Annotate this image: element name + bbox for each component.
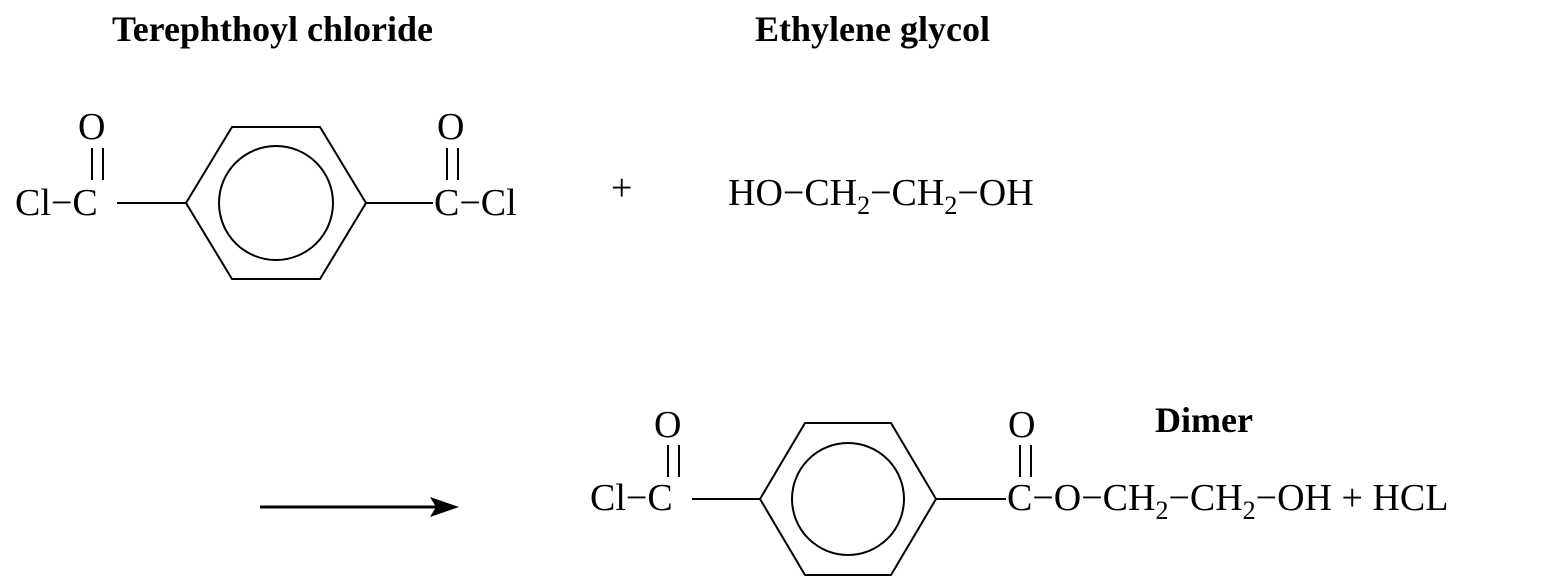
product-ester-chain: C−O−CH2−CH2−OH + HCL (1007, 477, 1448, 525)
ethylene-glycol-formula: HO−CH2−CH2−OH (728, 172, 1034, 220)
plus-sign: + (611, 167, 632, 209)
eg-subscript-2: 2 (944, 191, 957, 220)
oxygen-right: O (437, 106, 464, 148)
benzene-ring (184, 126, 368, 280)
label-dimer: Dimer (1155, 400, 1253, 440)
eg-part3: −OH (957, 172, 1033, 214)
oxygen-left: O (78, 106, 105, 148)
product-oxygen-left: O (654, 404, 681, 446)
eg-part1: HO−CH (728, 172, 857, 214)
label-terephthoyl-chloride: Terephthoyl chloride (112, 9, 433, 49)
product-subscript-1: 2 (1155, 496, 1168, 525)
product-part1: C−O−CH (1007, 477, 1155, 519)
dimer-structure: O Cl−C O C−O−CH2−CH2−OH + HCL (590, 404, 1448, 576)
eg-part2: −CH (870, 172, 944, 214)
product-cl-c-left: Cl−C (590, 477, 673, 519)
product-aromatic-circle (791, 442, 905, 556)
cl-c-left: Cl−C (15, 182, 98, 224)
product-part3: −OH + HCL (1256, 477, 1449, 519)
reaction-arrow (260, 497, 459, 517)
aromatic-circle (218, 145, 334, 261)
c-cl-right: C−Cl (434, 182, 517, 224)
eg-subscript-1: 2 (857, 191, 870, 220)
label-ethylene-glycol: Ethylene glycol (755, 9, 990, 49)
product-benzene-ring (758, 422, 938, 576)
product-oxygen-right: O (1008, 404, 1035, 446)
product-subscript-2: 2 (1243, 496, 1256, 525)
product-part2: −CH (1168, 477, 1242, 519)
terephthoyl-chloride-structure: O Cl−C O C−Cl (15, 106, 517, 280)
